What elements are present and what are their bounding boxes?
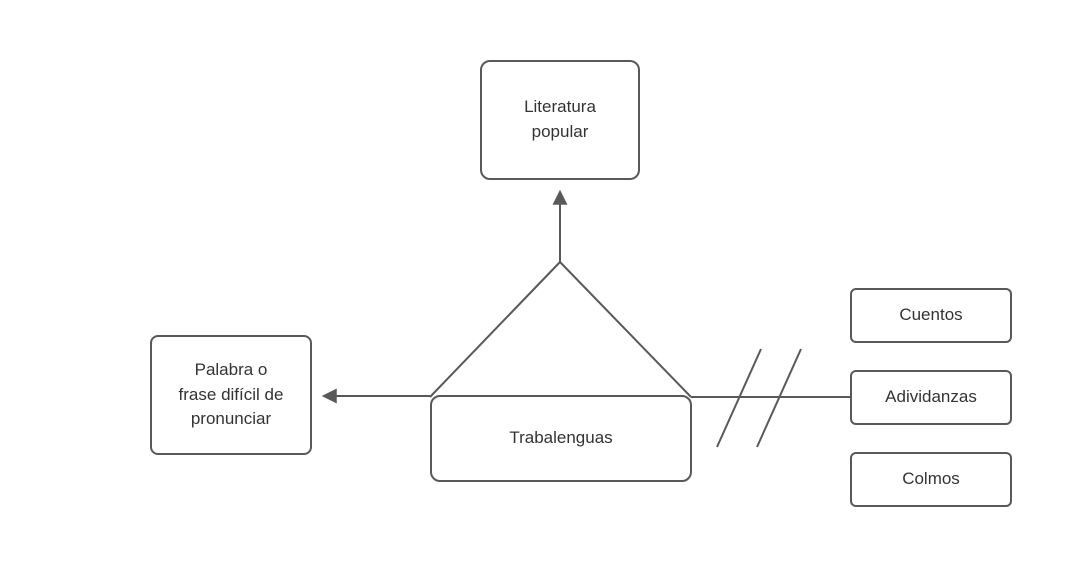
node-literatura-popular: Literatura popular xyxy=(480,60,640,180)
node-trabalenguas-label: Trabalenguas xyxy=(509,428,613,448)
node-colmos-label: Colmos xyxy=(902,469,960,489)
node-adividanzas-label: Adividanzas xyxy=(885,387,977,407)
node-trabalenguas: Trabalenguas xyxy=(430,395,692,482)
node-palabra-frase-label: Palabra o frase difícil de pronunciar xyxy=(178,360,284,429)
node-literatura-popular-label: Literatura popular xyxy=(524,97,596,141)
node-palabra-frase: Palabra o frase difícil de pronunciar xyxy=(150,335,312,455)
triangle-shape xyxy=(429,261,692,398)
node-cuentos: Cuentos xyxy=(850,288,1012,343)
node-cuentos-label: Cuentos xyxy=(899,305,963,325)
node-adividanzas: Adividanzas xyxy=(850,370,1012,425)
double-slash-marks xyxy=(716,348,802,448)
node-colmos: Colmos xyxy=(850,452,1012,507)
